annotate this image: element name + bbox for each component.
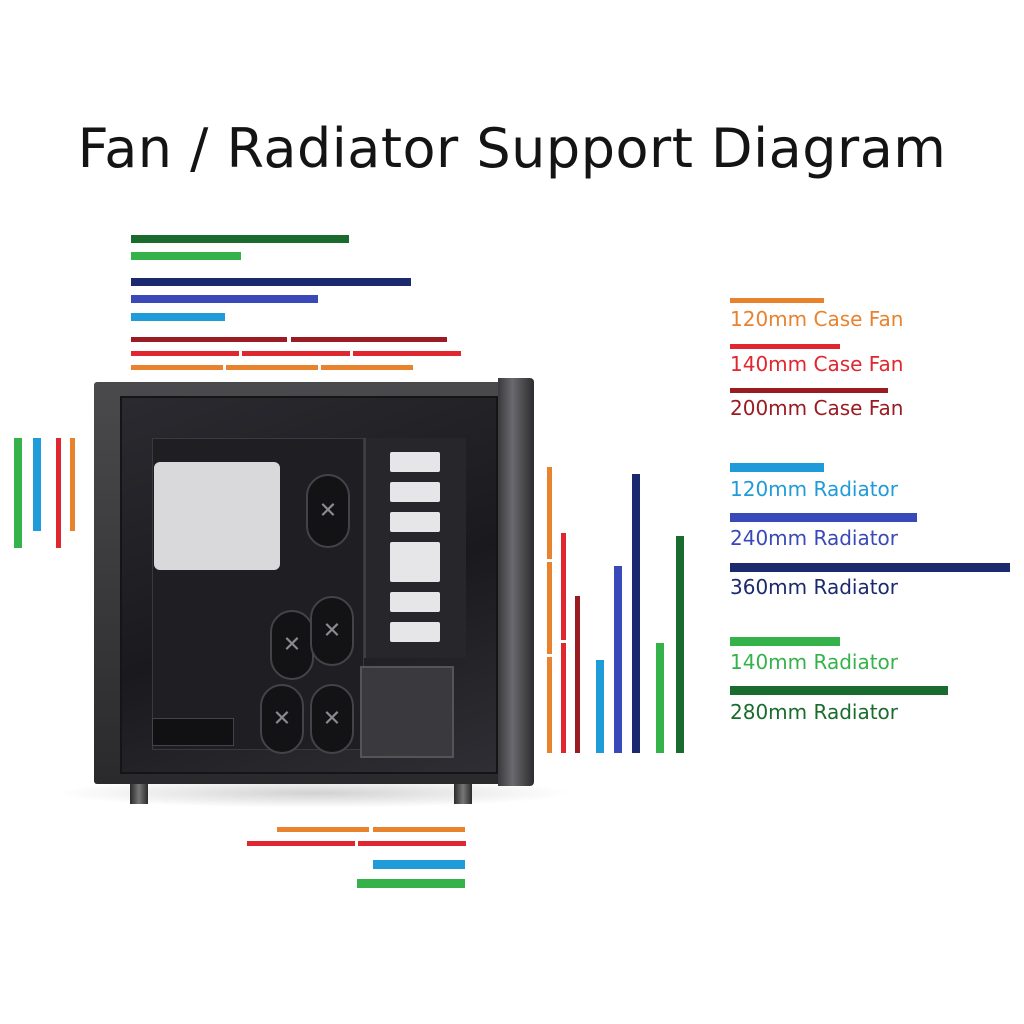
- legend-label: 120mm Radiator: [730, 477, 899, 501]
- rear-140mm-fan-bar: [56, 438, 61, 548]
- legend-label: 200mm Case Fan: [730, 396, 904, 420]
- front-120mm-fan-bar-1: [547, 467, 552, 559]
- case-front-panel: [498, 378, 534, 786]
- front-200mm-fan-bar: [575, 596, 580, 753]
- front-120mm-radiator-bar: [596, 660, 604, 753]
- top-140mm-radiator-bar: [131, 252, 241, 260]
- legend-label: 140mm Case Fan: [730, 352, 904, 376]
- front-120mm-fan-bar-3: [547, 657, 552, 753]
- front-360mm-radiator-bar: [632, 474, 640, 753]
- legend-swatch: [730, 344, 840, 349]
- legend-swatch: [730, 637, 840, 646]
- bottom-140mm-fan-bar-2: [358, 841, 466, 846]
- drive-slot: [390, 542, 440, 582]
- cable-grommet-fan-hole: [260, 684, 304, 754]
- legend-swatch: [730, 513, 917, 522]
- rear-120mm-radiator-bar: [33, 438, 41, 531]
- diagram-title: Fan / Radiator Support Diagram: [77, 117, 947, 180]
- top-140mm-fan-bar-1: [131, 351, 239, 356]
- cable-grommet-fan-hole: [310, 684, 354, 754]
- legend-label: 240mm Radiator: [730, 526, 899, 550]
- bottom-120mm-fan-bar-1: [277, 827, 369, 832]
- legend-swatch: [730, 563, 1010, 572]
- top-120mm-fan-bar-2: [226, 365, 318, 370]
- bottom-120mm-radiator-bar: [373, 860, 465, 869]
- legend-swatch: [730, 463, 824, 472]
- legend-swatch: [730, 686, 948, 695]
- legend-swatch: [730, 388, 888, 393]
- front-280mm-radiator-bar: [676, 536, 684, 753]
- drive-cage: [364, 438, 466, 658]
- pc-case-image: [54, 378, 574, 808]
- top-120mm-fan-bar-1: [131, 365, 223, 370]
- top-200mm-fan-bar-2: [291, 337, 447, 342]
- legend-swatch: [730, 298, 824, 303]
- drive-slot: [390, 512, 440, 532]
- drive-slot: [390, 622, 440, 642]
- top-140mm-fan-bar-2: [242, 351, 350, 356]
- front-120mm-fan-bar-2: [547, 562, 552, 654]
- cable-grommet-fan-hole: [306, 474, 350, 548]
- rear-140mm-radiator-bar: [14, 438, 22, 548]
- front-140mm-radiator-bar: [656, 643, 664, 753]
- legend-label: 140mm Radiator: [730, 650, 899, 674]
- top-240mm-radiator-bar: [131, 295, 318, 303]
- drive-slot: [390, 482, 440, 502]
- front-140mm-fan-bar-1: [561, 533, 566, 640]
- top-120mm-radiator-bar: [131, 313, 225, 321]
- front-240mm-radiator-bar: [614, 566, 622, 753]
- case-foot-left: [130, 784, 148, 804]
- legend-label: 120mm Case Fan: [730, 307, 904, 331]
- top-120mm-fan-bar-3: [321, 365, 413, 370]
- drive-slot: [390, 592, 440, 612]
- top-200mm-fan-bar-1: [131, 337, 287, 342]
- legend-label: 280mm Radiator: [730, 700, 899, 724]
- psu-shroud: [152, 718, 234, 746]
- top-280mm-radiator-bar: [131, 235, 349, 243]
- cable-grommet-fan-hole: [310, 596, 354, 666]
- bottom-120mm-fan-bar-2: [373, 827, 465, 832]
- front-140mm-fan-bar-2: [561, 643, 566, 753]
- top-360mm-radiator-bar: [131, 278, 411, 286]
- cpu-cutout: [154, 462, 280, 570]
- drive-slot: [390, 452, 440, 472]
- case-foot-right: [454, 784, 472, 804]
- bottom-140mm-radiator-bar: [357, 879, 465, 888]
- bottom-140mm-fan-bar-1: [247, 841, 355, 846]
- rear-120mm-fan-bar: [70, 438, 75, 531]
- hdd-cage: [360, 666, 454, 758]
- legend-label: 360mm Radiator: [730, 575, 899, 599]
- cable-grommet-fan-hole: [270, 610, 314, 680]
- top-140mm-fan-bar-3: [353, 351, 461, 356]
